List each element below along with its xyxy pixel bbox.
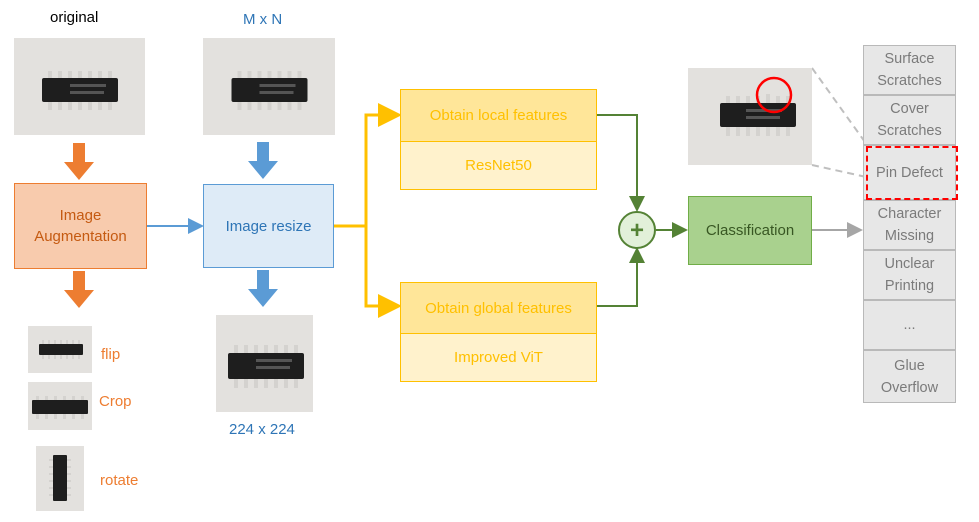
chip-photo-icon xyxy=(228,345,304,388)
pin-defect-highlight xyxy=(866,146,958,200)
arrow-augment-down xyxy=(64,271,94,308)
photo-pin-defect xyxy=(688,68,812,165)
image-augmentation-box: Image Augmentation xyxy=(14,183,147,269)
chip-photo-icon xyxy=(49,455,71,501)
photo-crop xyxy=(28,382,92,430)
global-features-box: Obtain global features xyxy=(400,282,597,333)
photo-original xyxy=(14,38,145,135)
photo-224 xyxy=(216,315,313,412)
chip-photo-icon xyxy=(39,340,83,359)
defect-highlight-circle xyxy=(755,76,793,114)
chip-photo-icon xyxy=(42,71,118,110)
photo-flip xyxy=(28,326,92,373)
label-original: original xyxy=(50,9,99,26)
label-flip: flip xyxy=(101,346,121,363)
label-mxn: M x N xyxy=(243,11,283,28)
plus-merge-icon: + xyxy=(618,211,656,249)
class-ellipsis: ... xyxy=(863,300,956,350)
label-rotate: rotate xyxy=(100,472,139,489)
photo-mxn xyxy=(203,38,335,135)
resnet50-box: ResNet50 xyxy=(400,141,597,190)
image-resize-box: Image resize xyxy=(203,184,334,268)
local-features-box: Obtain local features xyxy=(400,89,597,141)
arrow-global-to-plus xyxy=(597,247,645,307)
photo-rotate xyxy=(36,446,84,511)
label-224: 224 x 224 xyxy=(229,421,295,438)
arrow-original-down xyxy=(64,143,94,180)
chip-photo-icon xyxy=(231,71,308,110)
chip-photo-icon xyxy=(32,396,88,419)
improved-vit-box: Improved ViT xyxy=(400,333,597,382)
classification-box: Classification xyxy=(688,196,812,265)
augmentation-line1: Image xyxy=(59,207,102,224)
arrow-local-to-plus xyxy=(597,114,645,212)
arrow-mxn-down xyxy=(248,142,278,179)
arrow-resize-down xyxy=(248,270,278,307)
chip-photo-icon xyxy=(720,76,796,136)
arrow-resize-split xyxy=(334,113,398,308)
label-crop: Crop xyxy=(99,393,132,410)
augmentation-line2: Augmentation xyxy=(34,228,127,245)
